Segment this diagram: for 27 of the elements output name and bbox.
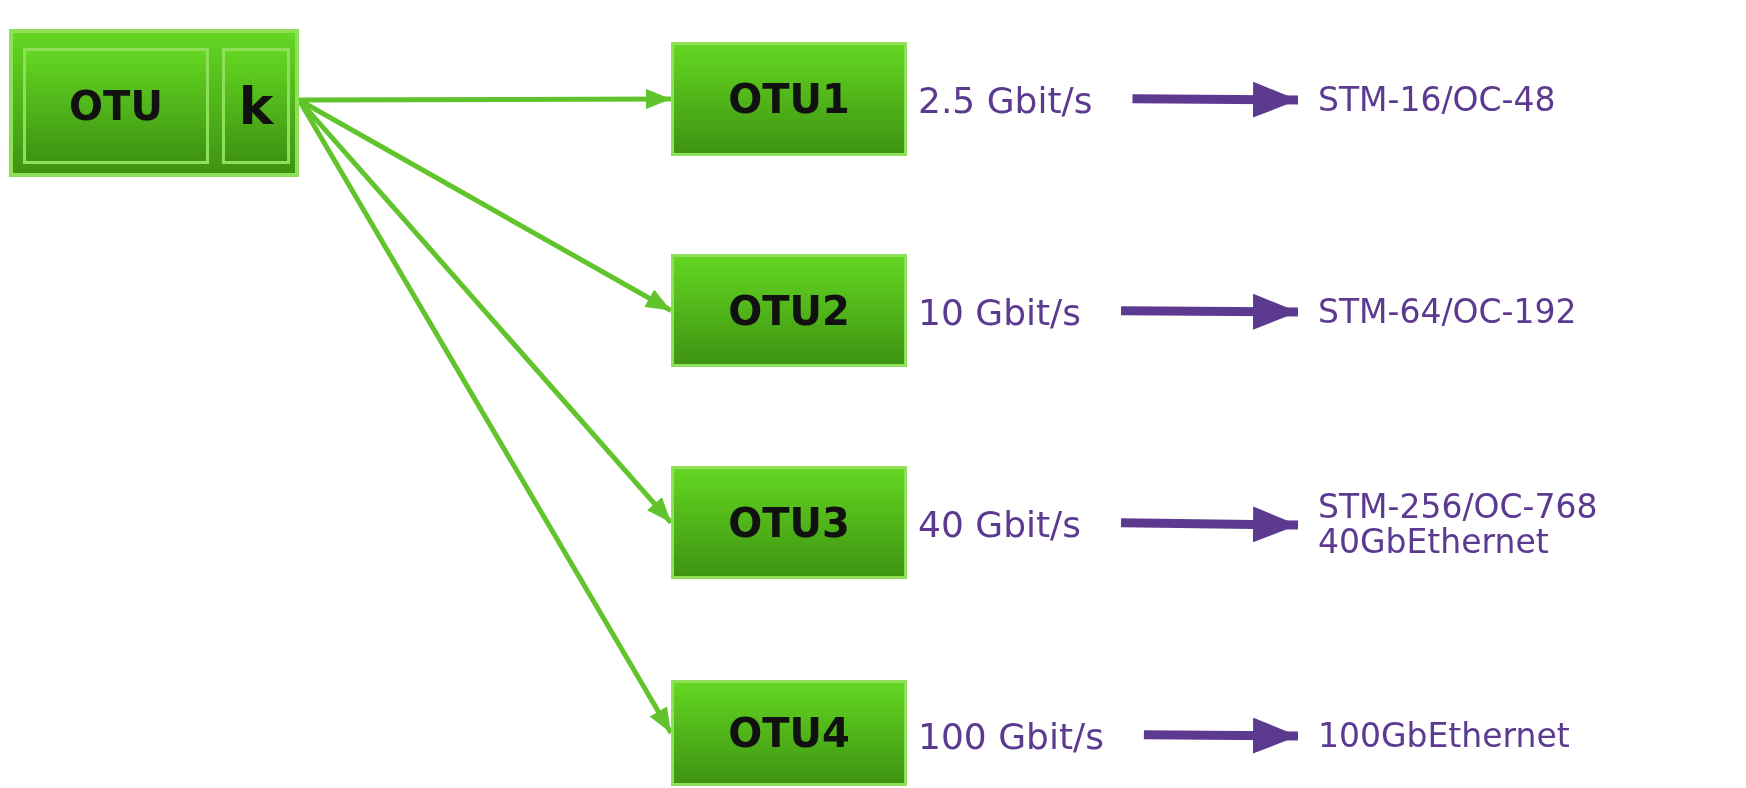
box-label: OTU	[69, 83, 163, 129]
otu-box	[671, 680, 907, 786]
arrow	[1120, 506, 1299, 543]
box-label: OTU3	[728, 499, 850, 546]
box-label: OTU4	[728, 710, 850, 756]
rate-label: 100 Gbit/s	[918, 715, 1104, 757]
otu-box	[671, 254, 907, 367]
otu-group-box	[9, 29, 299, 177]
arrow	[299, 89, 671, 110]
client-signal-label: 40GbEthernet	[1318, 525, 1550, 560]
client-signal-label: STM-64/OC-192	[1318, 294, 1578, 330]
box-label: OTU2	[728, 287, 850, 334]
otu-box	[23, 48, 209, 164]
box-label: k	[238, 76, 274, 136]
otu-box	[671, 42, 907, 156]
arrow	[1121, 293, 1299, 330]
client-signal-label: STM-16/OC-48	[1318, 82, 1557, 118]
box-label: OTU1	[728, 76, 850, 122]
rate-label: 2.5 Gbit/s	[918, 79, 1093, 121]
client-signal-label: 100GbEthernet	[1318, 718, 1571, 754]
rate-label: 10 Gbit/s	[918, 291, 1081, 333]
otu-box	[222, 48, 290, 164]
client-signal-label: STM-256/OC-768	[1318, 490, 1599, 525]
rate-label: 40 Gbit/s	[918, 503, 1081, 545]
arrow	[1132, 81, 1299, 118]
otu-box	[671, 466, 907, 579]
arrow	[1143, 717, 1299, 754]
